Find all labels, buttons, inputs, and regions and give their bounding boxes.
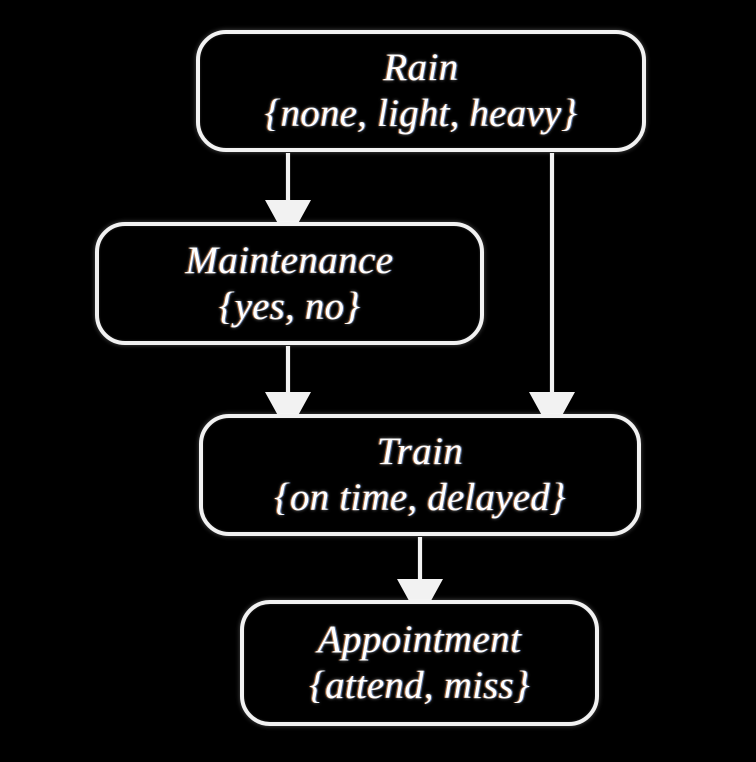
- node-appointment[interactable]: Appointment {attend, miss}: [240, 600, 599, 726]
- node-rain-title: Rain: [383, 46, 459, 90]
- node-maintenance-states: {yes, no}: [218, 284, 361, 328]
- node-appointment-states: {attend, miss}: [309, 664, 530, 707]
- node-appointment-title: Appointment: [317, 618, 522, 662]
- node-train-states: {on time, delayed}: [274, 476, 566, 519]
- node-train-title: Train: [376, 430, 464, 474]
- node-rain-states: {none, light, heavy}: [264, 92, 578, 135]
- node-train[interactable]: Train {on time, delayed}: [199, 414, 641, 536]
- node-maintenance-title: Maintenance: [185, 238, 394, 282]
- node-maintenance[interactable]: Maintenance {yes, no}: [95, 222, 484, 345]
- node-rain[interactable]: Rain {none, light, heavy}: [196, 30, 646, 152]
